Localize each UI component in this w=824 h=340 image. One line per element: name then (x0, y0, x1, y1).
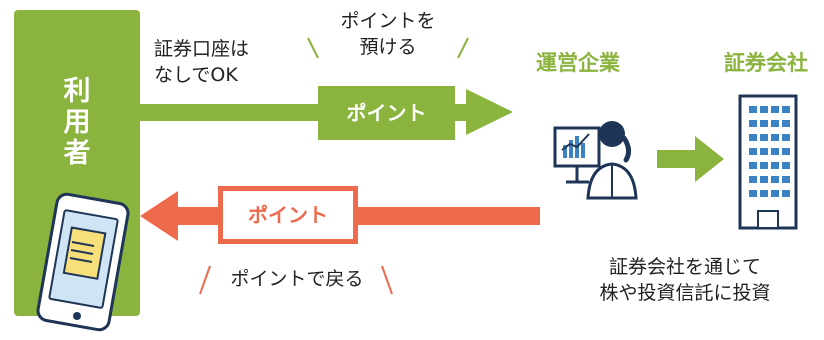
user-label-char: 者 (63, 138, 91, 169)
top-arrow-head (466, 89, 513, 135)
invest-note: 証券会社を通じて 株や投資信託に投資 (560, 254, 810, 306)
return-point-box: ポイント (218, 186, 358, 244)
building-icon (738, 94, 798, 230)
user-label-char: 用 (63, 107, 91, 138)
no-account-note: 証券口座は なしでOK (154, 36, 249, 88)
deposit-slash-right (457, 37, 469, 59)
return-slash-left (199, 265, 211, 295)
invest-line: 証券会社を通じて (608, 256, 761, 278)
return-label: ポイントで戻る (230, 268, 364, 290)
note-line: 証券口座は (154, 38, 250, 60)
smartphone-icon (36, 192, 130, 332)
broker-title: 証券会社 (724, 51, 808, 75)
user-label: 利 用 者 (14, 76, 140, 169)
company-broker-arrow-shaft (657, 150, 697, 168)
company-title: 運営企業 (536, 51, 620, 75)
user-label-char: 利 (63, 76, 91, 107)
deposit-line: ポイントを (340, 10, 436, 32)
note-line: なしでOK (154, 64, 238, 86)
deposit-point-box: ポイント (318, 86, 455, 140)
bottom-arrow-head (140, 191, 178, 241)
company-broker-arrow-head (695, 136, 724, 182)
office-worker-icon (553, 121, 638, 200)
deposit-slash-left (307, 37, 319, 59)
deposit-label: ポイントを 預ける (318, 8, 458, 60)
deposit-line: 預ける (359, 36, 417, 58)
return-slash-right (381, 265, 393, 295)
invest-line: 株や投資信託に投資 (599, 282, 771, 304)
